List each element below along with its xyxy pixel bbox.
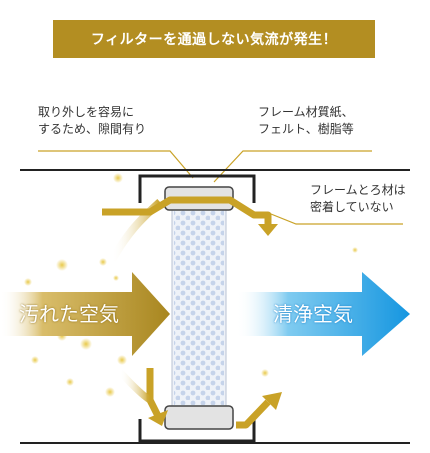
filter-frame-bottom xyxy=(164,405,234,430)
holder-bracket-bottom xyxy=(138,419,256,443)
frame-seal-line-1: フレームとろ材は xyxy=(310,183,406,197)
bypass-arrow-bottom xyxy=(117,369,152,403)
leader-line-right-top xyxy=(213,150,372,183)
leader-line-right-mid xyxy=(265,211,403,225)
holder-bracket-top xyxy=(138,174,256,203)
bypass-arrow-bottom-right xyxy=(236,399,271,429)
bypass-arrow-bottom-left xyxy=(146,368,162,418)
frame-material-line-2: フェルト、樹脂等 xyxy=(258,122,354,136)
dirty-air-arrow xyxy=(0,272,170,356)
clean-air-label: 清浄空気 xyxy=(273,302,353,326)
frame-material-line-1: フレーム材質紙、 xyxy=(258,105,354,119)
frame-material-label: フレーム材質紙、 フェルト、樹脂等 xyxy=(258,104,354,138)
gap-note-line-2: するため、隙間有り xyxy=(38,122,147,136)
dirty-air-label: 汚れた空気 xyxy=(19,302,119,326)
warning-banner: フィルターを通過しない気流が発生！ xyxy=(53,20,375,58)
frame-seal-line-2: 密着していない xyxy=(310,200,394,214)
bypass-arrow-top xyxy=(102,196,272,228)
gap-note-line-1: 取り外しを容易に xyxy=(38,105,135,119)
frame-seal-label: フレームとろ材は 密着していない xyxy=(310,182,406,216)
gap-note-label: 取り外しを容易に するため、隙間有り xyxy=(38,104,146,138)
clean-air-arrow xyxy=(236,272,410,356)
